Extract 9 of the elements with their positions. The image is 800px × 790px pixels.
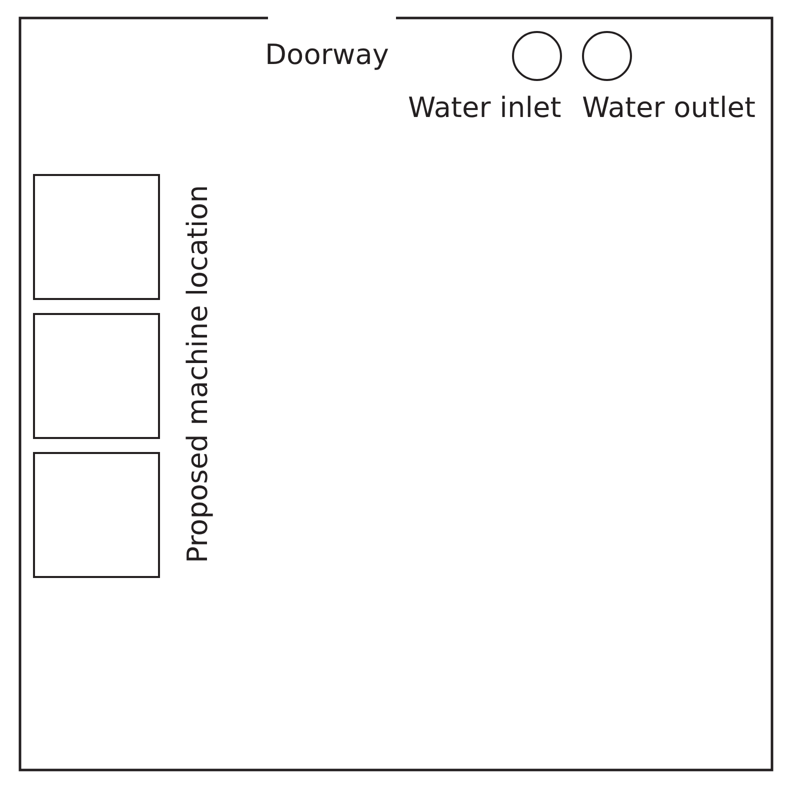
pipe-circle <box>582 31 632 81</box>
machine-location-box <box>33 174 160 300</box>
pipe-label: Water inlet <box>408 94 562 122</box>
machine-location-box <box>33 452 160 578</box>
pipe-circle <box>512 31 562 81</box>
pipe-label: Water outlet <box>582 94 756 122</box>
machine-location-box <box>33 313 160 439</box>
doorway-label: Doorway <box>265 41 389 69</box>
area-label: Proposed machine location <box>184 185 212 564</box>
